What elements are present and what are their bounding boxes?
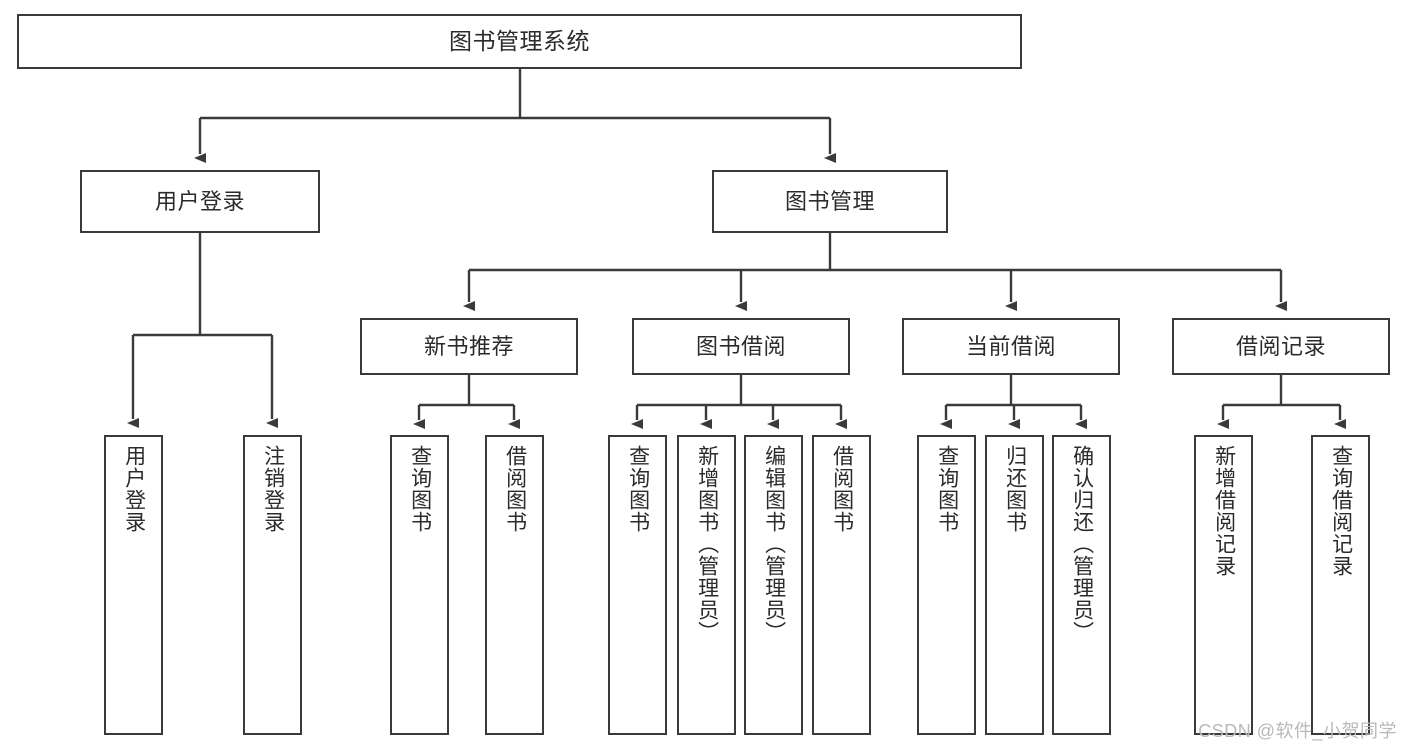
node-label: 查询图书 <box>935 445 959 533</box>
leaf-book-borrow-edit[interactable]: 编辑图书（管理员） <box>744 435 803 735</box>
watermark: CSDN @软件_小贺同学 <box>1198 721 1397 741</box>
node-book-management[interactable]: 图书管理 <box>712 170 948 233</box>
node-label: 借阅记录 <box>1235 333 1326 359</box>
leaf-book-borrow-borrow[interactable]: 借阅图书 <box>812 435 871 735</box>
leaf-new-book-borrow[interactable]: 借阅图书 <box>485 435 544 735</box>
node-label: 归还图书 <box>1003 445 1027 533</box>
node-label: 用户登录 <box>122 445 146 533</box>
node-label: 用户登录 <box>154 188 245 214</box>
node-label: 图书管理 <box>784 188 875 214</box>
node-label: 查询图书 <box>626 445 650 533</box>
leaf-current-borrow-query[interactable]: 查询图书 <box>917 435 976 735</box>
node-label: 新书推荐 <box>423 333 514 359</box>
node-label: 查询借阅记录 <box>1329 445 1353 577</box>
leaf-new-book-query[interactable]: 查询图书 <box>390 435 449 735</box>
leaf-borrow-record-add[interactable]: 新增借阅记录 <box>1194 435 1253 735</box>
leaf-user-login-login[interactable]: 用户登录 <box>104 435 163 735</box>
node-label: 编辑图书（管理员） <box>762 445 786 643</box>
node-borrow-record[interactable]: 借阅记录 <box>1172 318 1390 375</box>
node-label: 注销登录 <box>261 445 285 533</box>
leaf-current-borrow-return[interactable]: 归还图书 <box>985 435 1044 735</box>
leaf-book-borrow-add[interactable]: 新增图书（管理员） <box>677 435 736 735</box>
node-label: 图书管理系统 <box>449 27 590 54</box>
node-current-borrow[interactable]: 当前借阅 <box>902 318 1120 375</box>
node-label: 借阅图书 <box>830 445 854 533</box>
node-label: 新增借阅记录 <box>1212 445 1236 577</box>
node-new-book-recommend[interactable]: 新书推荐 <box>360 318 578 375</box>
node-label: 查询图书 <box>408 445 432 533</box>
node-label: 当前借阅 <box>965 333 1056 359</box>
node-label: 图书借阅 <box>695 333 786 359</box>
node-book-borrow[interactable]: 图书借阅 <box>632 318 850 375</box>
node-user-login[interactable]: 用户登录 <box>80 170 320 233</box>
node-book-management-system[interactable]: 图书管理系统 <box>17 14 1022 69</box>
leaf-borrow-record-query[interactable]: 查询借阅记录 <box>1311 435 1370 735</box>
leaf-book-borrow-query[interactable]: 查询图书 <box>608 435 667 735</box>
node-label: 确认归还（管理员） <box>1070 445 1094 643</box>
node-label: 借阅图书 <box>503 445 527 533</box>
leaf-current-borrow-confirm-return[interactable]: 确认归还（管理员） <box>1052 435 1111 735</box>
leaf-user-login-logout[interactable]: 注销登录 <box>243 435 302 735</box>
node-label: 新增图书（管理员） <box>695 445 719 643</box>
